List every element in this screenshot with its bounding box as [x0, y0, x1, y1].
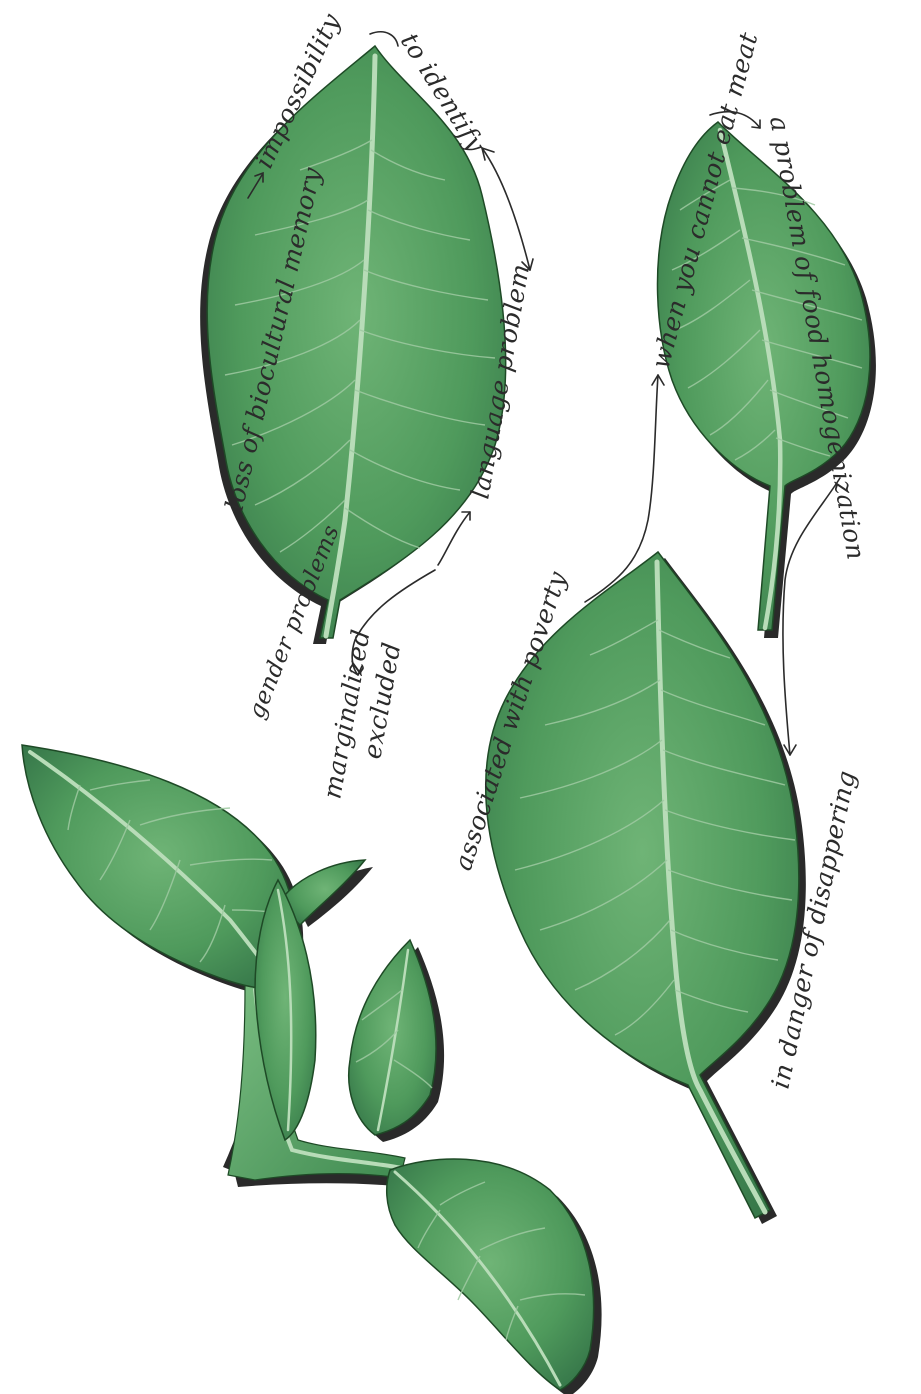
leaf-illustration: loss of biocultural memory impossibility…	[0, 0, 921, 1394]
illustration-canvas: loss of biocultural memory impossibility…	[0, 0, 921, 1394]
